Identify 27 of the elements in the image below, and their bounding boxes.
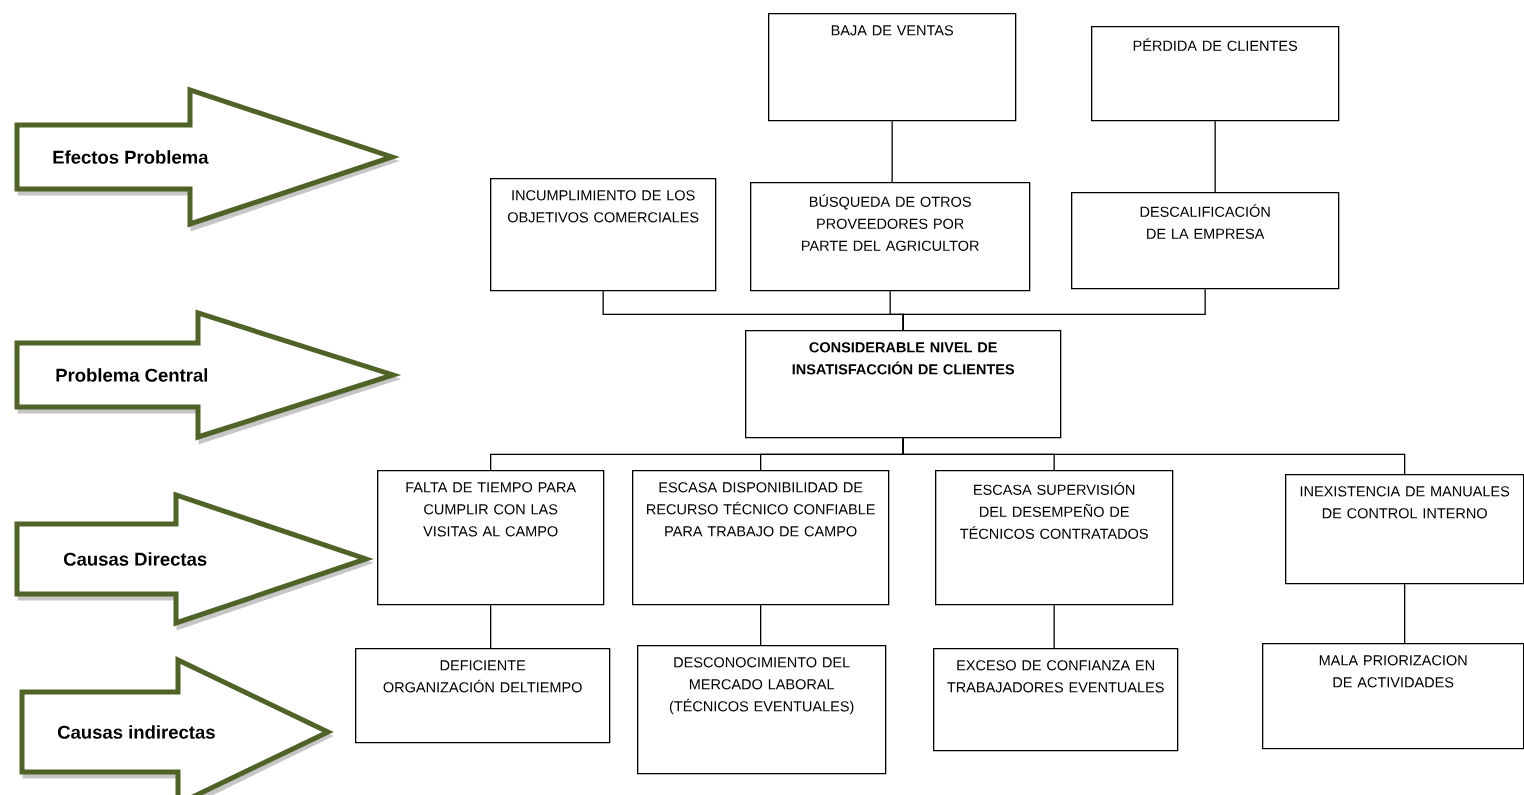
- connector-line: [1053, 604, 1055, 649]
- level-banner: Problema Central: [14, 309, 402, 445]
- text-box: ESCASA DISPONIBILIDAD DE RECURSO TÉCNICO CONFIABLE PARA TRABAJO DE CAMPO: [632, 470, 890, 606]
- connector-line: [902, 288, 1206, 331]
- text-box: DEFICIENTE ORGANIZACIÓN DELTIEMPO: [355, 648, 611, 744]
- connector-line: [760, 604, 762, 646]
- connector-line: [891, 120, 893, 183]
- text-box: BÚSQUEDA DE OTROS PROVEEDORES POR PARTE DEL AGRICULTOR: [750, 182, 1031, 292]
- text-box: PÉRDIDA DE CLIENTES: [1091, 26, 1340, 122]
- level-banner: Efectos Problema: [14, 86, 400, 232]
- connector-line: [490, 604, 492, 649]
- text-box: DESCONOCIMIENTO DEL MERCADO LABORAL (TÉCNICOS EVENTUALES): [637, 645, 887, 775]
- level-banner: Causas indirectas: [19, 656, 334, 795]
- text-box: DESCALIFICACIÓN DE LA EMPRESA: [1071, 192, 1340, 290]
- node-label: Causas indirectas: [57, 725, 215, 739]
- text-box: BAJA DE VENTAS: [768, 13, 1017, 122]
- text-box: ESCASA SUPERVISIÓN DEL DESEMPEÑO DE TÉCNICOS CONTRATADOS: [935, 470, 1174, 606]
- level-banner: Causas Directas: [14, 491, 374, 631]
- text-box: INEXISTENCIA DE MANUALES DE CONTROL INTERNO: [1285, 474, 1524, 585]
- connector-line: [1214, 120, 1216, 193]
- text-box: INCUMPLIMIENTO DE LOS OBJETIVOS COMERCIALES: [490, 178, 717, 292]
- connector-line: [902, 437, 1406, 475]
- text-box: CONSIDERABLE NIVEL DE INSATISFACCIÓN DE CLIENTES: [745, 330, 1062, 439]
- text-box: FALTA DE TIEMPO PARA CUMPLIR CON LAS VISITAS AL CAMPO: [377, 470, 605, 606]
- connector-line: [1404, 583, 1406, 644]
- text-box: MALA PRIORIZACION DE ACTIVIDADES: [1262, 643, 1524, 750]
- text-box: EXCESO DE CONFIANZA EN TRABAJADORES EVENTUALES: [933, 648, 1179, 752]
